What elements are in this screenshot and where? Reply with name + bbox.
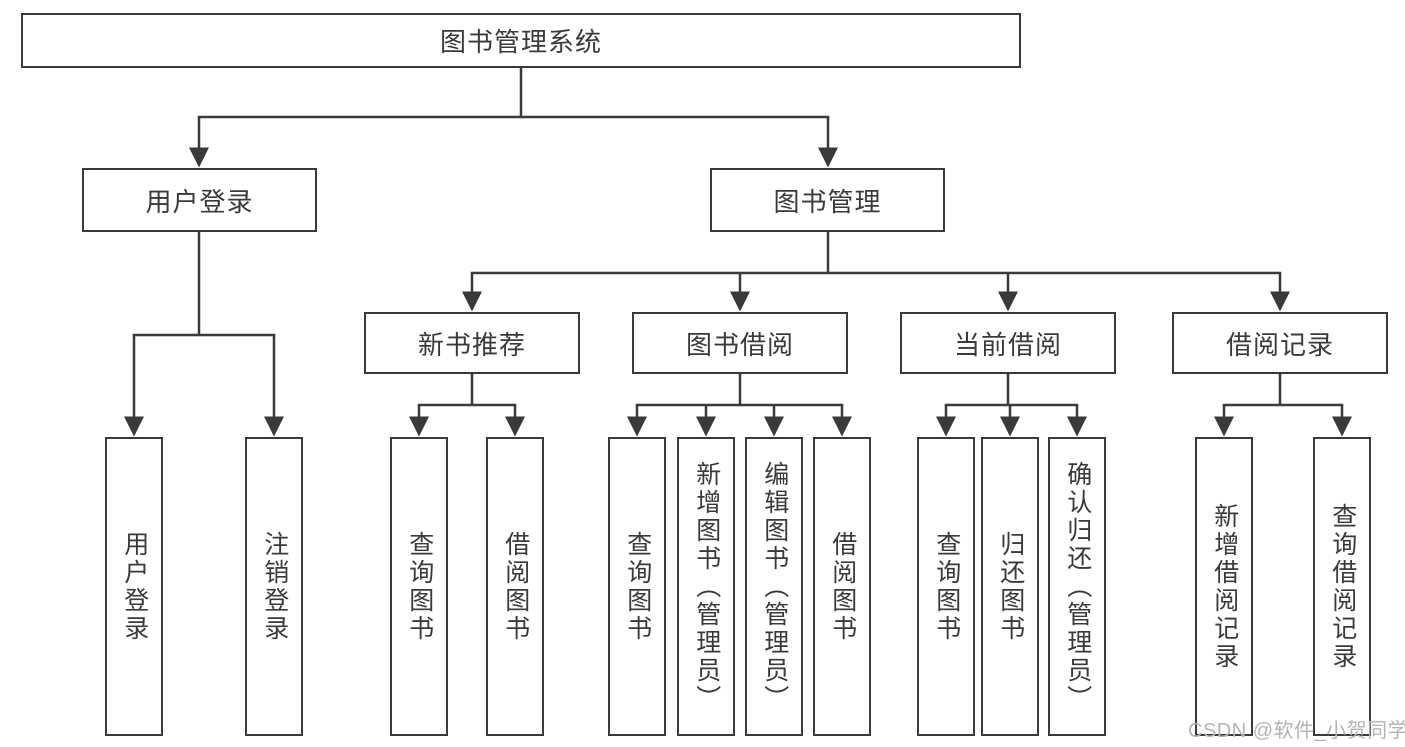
leaf-logout: 注销登录 xyxy=(245,437,303,736)
leaf-user-login: 用户登录 xyxy=(105,437,163,736)
leaf-query-borrow-record-label: 查询借阅记录 xyxy=(1328,502,1357,671)
leaf-current-query-books: 查询图书 xyxy=(917,437,975,736)
leaf-edit-books-admin: 编辑图书（管理员） xyxy=(745,437,803,736)
leaf-logout-label: 注销登录 xyxy=(260,530,289,643)
node-book-management: 图书管理 xyxy=(710,168,945,232)
leaf-add-borrow-record-label: 新增借阅记录 xyxy=(1210,502,1239,671)
leaf-borrow-books: 借阅图书 xyxy=(813,437,871,736)
leaf-current-query-books-label: 查询图书 xyxy=(932,530,961,643)
node-current-borrowing-label: 当前借阅 xyxy=(953,329,1062,360)
leaf-borrow-query-books: 查询图书 xyxy=(608,437,666,736)
node-borrowing-records-label: 借阅记录 xyxy=(1225,329,1334,360)
node-root-library-system: 图书管理系统 xyxy=(21,13,1021,68)
leaf-return-books: 归还图书 xyxy=(981,437,1039,736)
leaf-add-borrow-record: 新增借阅记录 xyxy=(1195,437,1253,736)
node-book-borrowing-label: 图书借阅 xyxy=(685,329,794,360)
node-root-label: 图书管理系统 xyxy=(439,27,602,57)
leaf-newbook-borrow-books: 借阅图书 xyxy=(486,437,544,736)
leaf-return-books-label: 归还图书 xyxy=(996,530,1025,643)
node-book-management-label: 图书管理 xyxy=(773,186,882,217)
leaf-add-books-admin: 新增图书（管理员） xyxy=(677,437,735,736)
node-book-borrowing: 图书借阅 xyxy=(632,312,848,374)
leaf-borrow-query-books-label: 查询图书 xyxy=(623,530,652,643)
leaf-edit-books-admin-label: 编辑图书（管理员） xyxy=(760,460,789,713)
leaf-confirm-return-admin: 确认归还（管理员） xyxy=(1048,437,1106,736)
node-new-book-recommendation-label: 新书推荐 xyxy=(417,329,526,360)
leaf-newbook-query-books: 查询图书 xyxy=(390,437,448,736)
csdn-watermark: CSDN @软件_小贺同学 xyxy=(1188,720,1405,742)
leaf-add-books-admin-label: 新增图书（管理员） xyxy=(692,460,721,713)
node-current-borrowing: 当前借阅 xyxy=(900,312,1116,374)
leaf-borrow-books-label: 借阅图书 xyxy=(828,530,857,643)
node-user-login-label: 用户登录 xyxy=(145,186,254,217)
node-user-login: 用户登录 xyxy=(82,168,317,232)
leaf-query-borrow-record: 查询借阅记录 xyxy=(1313,437,1371,736)
leaf-confirm-return-admin-label: 确认归还（管理员） xyxy=(1063,460,1092,713)
node-new-book-recommendation: 新书推荐 xyxy=(364,312,580,374)
node-borrowing-records: 借阅记录 xyxy=(1172,312,1388,374)
leaf-newbook-borrow-books-label: 借阅图书 xyxy=(501,530,530,643)
leaf-newbook-query-books-label: 查询图书 xyxy=(405,530,434,643)
leaf-user-login-label: 用户登录 xyxy=(120,530,149,643)
